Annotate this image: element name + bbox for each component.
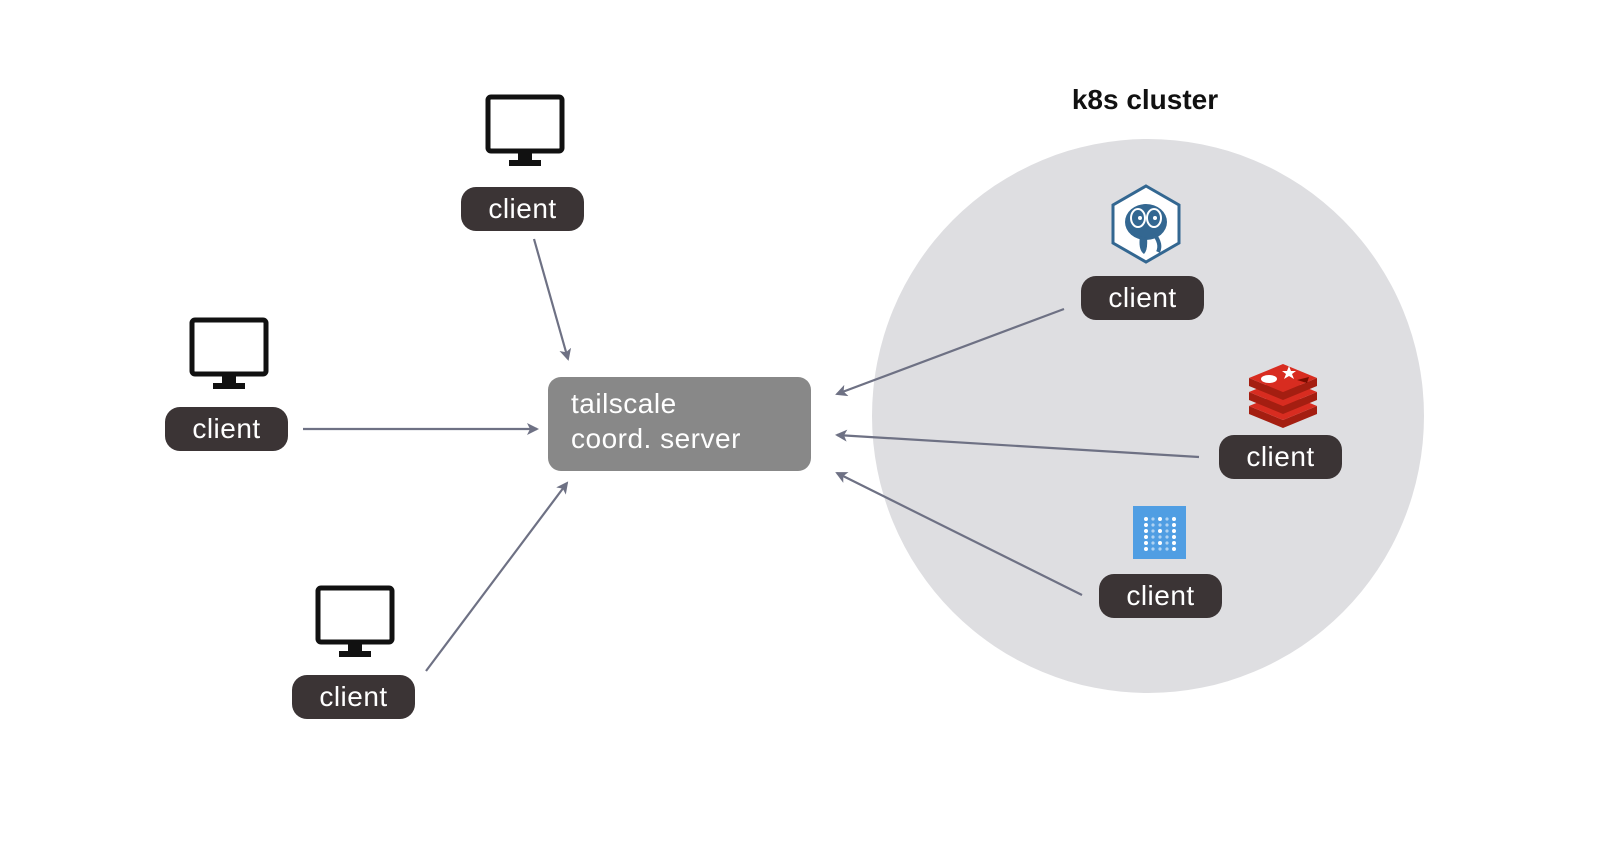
metabase-dot: [1151, 523, 1155, 527]
metabase-dot: [1158, 523, 1162, 527]
metabase-dot: [1144, 523, 1148, 527]
metabase-dot: [1158, 535, 1162, 539]
metabase-dot: [1151, 517, 1155, 521]
client-label-metabase: client: [1099, 574, 1222, 618]
metabase-dot: [1144, 517, 1148, 521]
monitor-icon: [485, 94, 565, 166]
metabase-dot: [1172, 535, 1176, 539]
metabase-dot: [1165, 541, 1169, 545]
client-label-left: client: [165, 407, 288, 451]
client-label-redis: client: [1219, 435, 1342, 479]
k8s-cluster-title: k8s cluster: [1071, 84, 1219, 115]
metabase-dot: [1158, 541, 1162, 545]
metabase-dot: [1165, 547, 1169, 551]
redis-icon: [1249, 364, 1317, 428]
connection-arrows: [303, 238, 1200, 672]
postgresql-icon: [1111, 184, 1181, 264]
metabase-dot: [1158, 517, 1162, 521]
arrow-redis-client-to-server: [835, 429, 1200, 459]
metabase-dot: [1172, 523, 1176, 527]
metabase-dot: [1165, 523, 1169, 527]
client-label-postgres: client: [1081, 276, 1204, 320]
metabase-dot: [1165, 517, 1169, 521]
metabase-dot: [1144, 529, 1148, 533]
metabase-dot: [1144, 535, 1148, 539]
metabase-dot: [1172, 517, 1176, 521]
arrow-bottom-client-to-server: [425, 481, 569, 672]
k8s-cluster-area: [872, 139, 1424, 693]
metabase-dot: [1151, 547, 1155, 551]
metabase-dot: [1144, 541, 1148, 545]
arrow-top-client-to-server: [532, 238, 572, 361]
metabase-dot: [1172, 547, 1176, 551]
metabase-dot: [1144, 547, 1148, 551]
metabase-dot: [1151, 535, 1155, 539]
server-label-line2: coord. server: [571, 423, 741, 454]
tailscale-coord-server: tailscale coord. server: [548, 377, 811, 471]
metabase-dot: [1165, 529, 1169, 533]
metabase-dot: [1158, 529, 1162, 533]
metabase-dot: [1172, 541, 1176, 545]
client-label-bottom: client: [292, 675, 415, 719]
metabase-icon: [1133, 506, 1186, 559]
arrow-metabase-client-to-server: [835, 472, 1083, 596]
client-label-top: client: [461, 187, 584, 231]
metabase-dot: [1151, 529, 1155, 533]
metabase-dot: [1151, 541, 1155, 545]
monitor-icon: [315, 585, 395, 657]
metabase-dot: [1165, 535, 1169, 539]
metabase-dot: [1158, 547, 1162, 551]
monitor-icon: [189, 317, 269, 389]
metabase-dot: [1172, 529, 1176, 533]
server-label-line1: tailscale: [571, 388, 677, 419]
arrow-postgres-client-to-server: [835, 307, 1065, 397]
